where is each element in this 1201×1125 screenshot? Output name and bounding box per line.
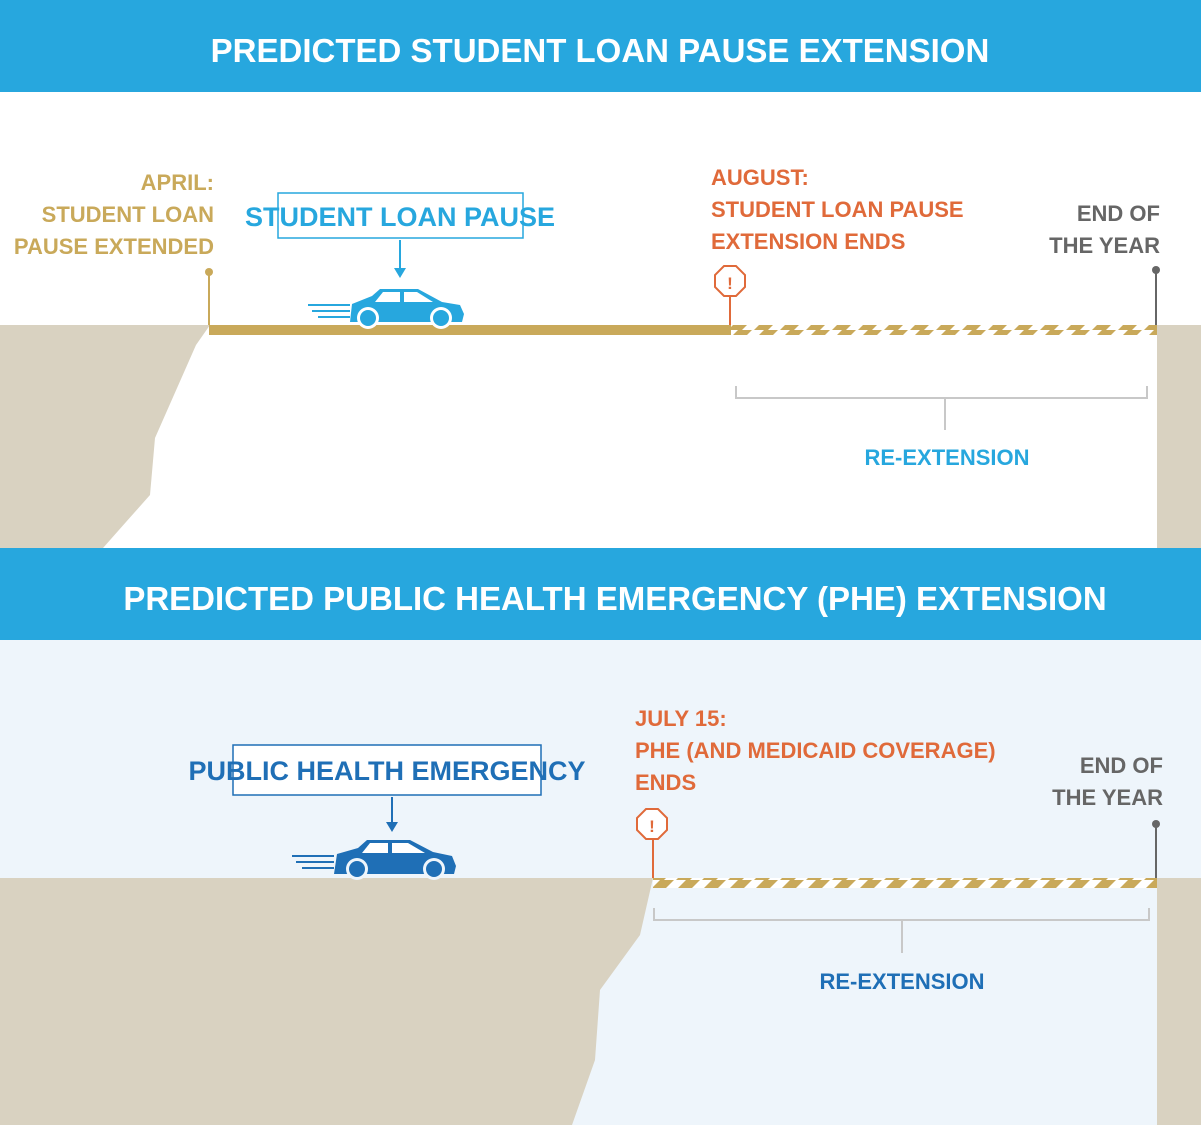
panel2-warning-label-line1: JULY 15: xyxy=(635,706,727,731)
panel2-left-cliff xyxy=(0,878,653,1125)
panel1-warning-label-line1: AUGUST: xyxy=(711,165,809,190)
car-icon xyxy=(292,840,456,880)
panel1-box-label: STUDENT LOAN PAUSE xyxy=(245,202,555,232)
panel2-road-dashed xyxy=(653,878,1157,888)
panel2-right-cliff xyxy=(1157,878,1201,1125)
panel-public-health-emergency: PREDICTED PUBLIC HEALTH EMERGENCY (PHE) … xyxy=(0,548,1201,1125)
panel1-background xyxy=(0,92,1201,548)
panel2-box-label: PUBLIC HEALTH EMERGENCY xyxy=(188,756,585,786)
panel2-title: PREDICTED PUBLIC HEALTH EMERGENCY (PHE) … xyxy=(123,580,1106,617)
panel1-label-box xyxy=(277,192,524,239)
panel1-warning-label-line3: EXTENSION ENDS xyxy=(711,229,905,254)
panel2-warning-label-line2: PHE (AND MEDICAID COVERAGE) xyxy=(635,738,996,763)
panel1-start-label-line2: STUDENT LOAN xyxy=(42,202,214,227)
panel1-start-marker-dot xyxy=(205,268,213,276)
panel2-end-marker-dot xyxy=(1152,820,1160,828)
car-icon xyxy=(308,289,464,329)
svg-text:!: ! xyxy=(727,274,733,293)
warning-sign-icon: ! xyxy=(636,808,668,878)
panel1-right-cliff xyxy=(1157,325,1201,548)
panel1-road-solid xyxy=(209,325,731,335)
panel1-start-label-line1: APRIL: xyxy=(141,170,214,195)
panel1-start-label-line3: PAUSE EXTENDED xyxy=(14,234,214,259)
panel2-bracket-label: RE-EXTENSION xyxy=(819,969,984,994)
panel1-warning-label-line2: STUDENT LOAN PAUSE xyxy=(711,197,964,222)
panel-student-loan: PREDICTED STUDENT LOAN PAUSE EXTENSION A… xyxy=(0,0,1201,548)
svg-text:!: ! xyxy=(649,817,655,836)
panel2-end-label-line2: THE YEAR xyxy=(1052,785,1163,810)
panel1-arrow-head xyxy=(394,268,406,278)
panel1-title: PREDICTED STUDENT LOAN PAUSE EXTENSION xyxy=(211,32,990,69)
panel1-end-label-line1: END OF xyxy=(1077,201,1160,226)
panel2-label-box xyxy=(232,744,542,796)
panel1-bracket-label: RE-EXTENSION xyxy=(864,445,1029,470)
panel1-road-dashed xyxy=(731,325,1157,335)
panel1-left-cliff xyxy=(0,325,210,548)
warning-sign-icon: ! xyxy=(714,265,746,325)
panel1-end-label-line2: THE YEAR xyxy=(1049,233,1160,258)
panel2-end-label-line1: END OF xyxy=(1080,753,1163,778)
panel2-bracket xyxy=(653,908,1150,953)
panel1-bracket xyxy=(735,386,1148,430)
panel1-end-marker-dot xyxy=(1152,266,1160,274)
panel2-header xyxy=(0,548,1201,640)
panel2-warning-label-line3: ENDS xyxy=(635,770,696,795)
panel1-header xyxy=(0,0,1201,92)
panel2-arrow-head xyxy=(386,822,398,832)
